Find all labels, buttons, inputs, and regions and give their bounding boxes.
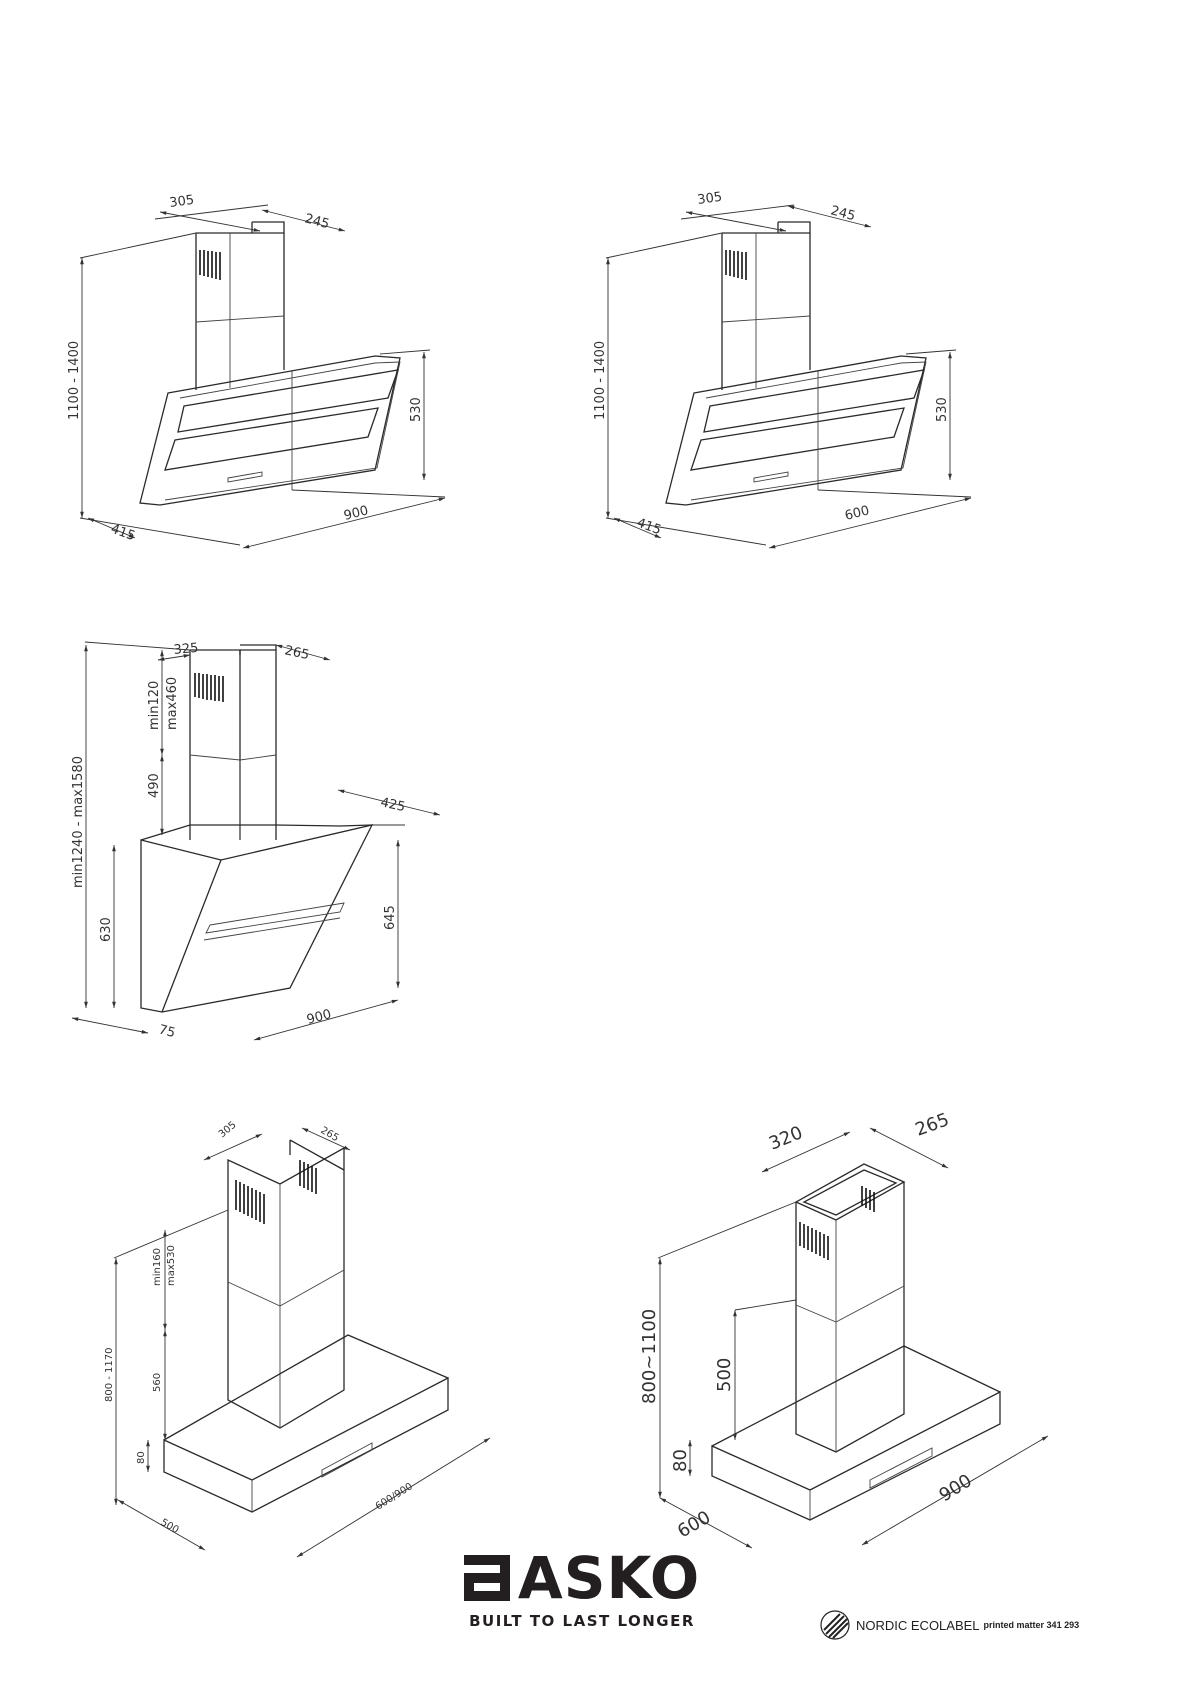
dim-offset: 75 [157, 1022, 177, 1041]
diagram-hood-angled-600: 305 245 1100 - 1400 530 415 600 [593, 190, 972, 549]
dim-hood-height: 530 [409, 397, 424, 422]
diagram-hood-box-900: 320 265 800~1100 500 80 600 900 [639, 1109, 1049, 1549]
dim-width: 900 [342, 503, 370, 524]
dim-chimney-width: 305 [696, 190, 723, 208]
dim-height-range: 800 - 1170 [104, 1347, 115, 1402]
dim-width: 600 [843, 503, 871, 524]
dim-lower-chimney: 490 [147, 773, 162, 798]
dim-depth: 415 [635, 516, 663, 539]
dim-width: 600/900 [374, 1481, 415, 1512]
diagram-hood-vertical-900: 325 265 min1240 - max1580 min120 max460 … [71, 641, 441, 1041]
dim-lower-chimney: 500 [714, 1358, 735, 1392]
brand-logo: ASKO [447, 1548, 717, 1608]
dim-chimney-width: 305 [168, 193, 195, 211]
dim-chimney-width: 305 [217, 1120, 239, 1141]
dim-upper-chimney-min: min120 [147, 681, 162, 730]
dim-height-range: 1100 - 1400 [67, 341, 82, 420]
vent-grille-icon [799, 1186, 875, 1260]
swan-ecolabel-icon [820, 1610, 850, 1640]
dim-height-range: min1240 - max1580 [71, 756, 86, 888]
asko-mark-icon [463, 1555, 510, 1601]
dim-width: 900 [936, 1470, 976, 1506]
dim-depth: 425 [379, 795, 406, 815]
diagram-hood-angled-900: 305 245 1100 - 1400 530 415 900 [67, 193, 446, 549]
vent-grille-icon [235, 1160, 317, 1224]
vent-grille-icon [194, 673, 224, 702]
dim-hood-height: 530 [935, 397, 950, 422]
dim-front-height: 630 [99, 917, 114, 942]
dim-upper-chimney-max: max530 [166, 1245, 177, 1286]
vent-grille-icon [725, 250, 747, 280]
ecolabel-printed-matter: printed matter 341 293 [983, 1620, 1080, 1630]
dim-canopy-height: 80 [136, 1451, 147, 1464]
dim-height-range: 1100 - 1400 [593, 341, 608, 420]
dim-depth: 415 [109, 522, 137, 545]
brand-block: ASKO BUILT TO LAST LONGER [447, 1548, 717, 1630]
dim-chimney-width: 325 [173, 641, 199, 658]
dim-width: 900 [305, 1007, 333, 1028]
dim-chimney-depth: 245 [829, 203, 857, 224]
brand-tagline: BUILT TO LAST LONGER [469, 1612, 695, 1630]
dim-height-range: 800~1100 [639, 1309, 660, 1404]
brand-name: ASKO [517, 1544, 701, 1612]
diagram-hood-box-600-900: 305 265 800 - 1170 min160 max530 560 80 … [104, 1120, 491, 1558]
dim-canopy-height: 80 [670, 1449, 691, 1472]
dim-upper-chimney-min: min160 [152, 1248, 163, 1286]
dim-lower-chimney: 560 [152, 1373, 163, 1392]
dim-chimney-depth: 265 [283, 643, 310, 663]
dim-upper-chimney-max: max460 [165, 677, 180, 730]
vent-grille-icon [199, 250, 221, 280]
dim-depth: 500 [159, 1517, 181, 1536]
dim-rear-height: 645 [383, 905, 398, 930]
ecolabel-name: NORDIC ECOLABEL [856, 1617, 980, 1633]
dim-chimney-depth: 245 [303, 211, 331, 232]
ecolabel: NORDIC ECOLABEL printed matter 341 293 [820, 1610, 1079, 1640]
dim-chimney-depth: 265 [319, 1125, 341, 1144]
dim-chimney-depth: 265 [913, 1109, 952, 1140]
dim-depth: 600 [674, 1507, 714, 1542]
dim-chimney-width: 320 [766, 1122, 806, 1154]
